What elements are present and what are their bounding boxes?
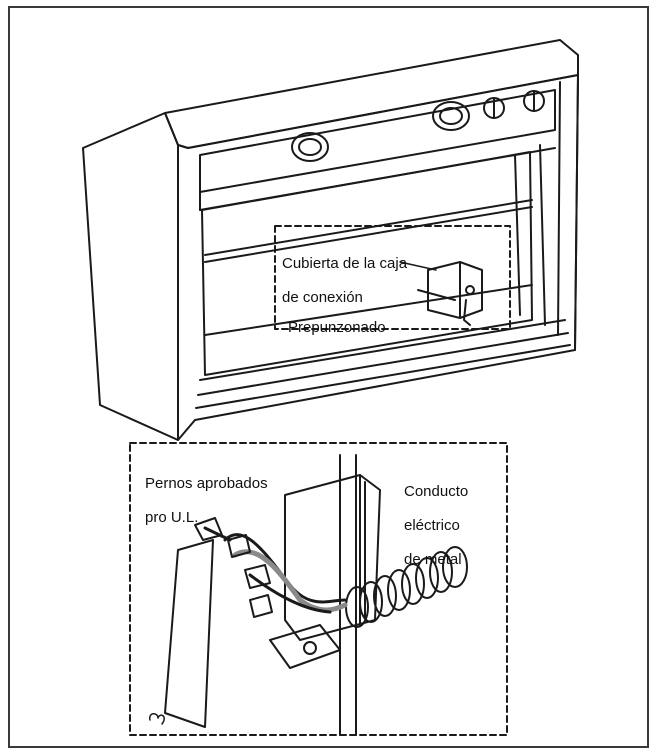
control-panel-strip: [199, 89, 556, 193]
wire-connector-2: [227, 534, 251, 558]
diagram-frame: [8, 6, 649, 748]
junction-cover-label: Cubierta de la caja de conexión: [282, 238, 407, 306]
conduit-label-line2: eléctrico: [404, 517, 460, 534]
junction-box-cover-plate: [164, 539, 214, 728]
knockout-label: Prepunzonado: [288, 302, 386, 336]
metal-conduit: [345, 546, 468, 628]
conduit-label-line1: Conducto: [404, 483, 469, 500]
junction-callout-box: [274, 225, 511, 330]
vent-opening: [201, 151, 533, 376]
wire-connector-3: [244, 564, 271, 589]
conduit-label: Conducto eléctrico de metal: [404, 466, 468, 568]
light-right: [432, 101, 470, 131]
bolts-label-line2: pro U.L.: [145, 509, 199, 526]
wire-connector-1: [194, 517, 223, 541]
bolts-label-line1: Pernos aprobados: [145, 475, 268, 492]
hood-left-side-panel: [82, 112, 179, 441]
wiring-detail-callout-box: [129, 442, 508, 736]
light-left: [291, 132, 329, 162]
hood-top-panel: [164, 39, 579, 149]
junction-cover-label-line1: Cubierta de la caja: [282, 255, 408, 272]
knockout-label-text: Prepunzonado: [288, 319, 386, 336]
junction-cover-label-line2: de conexión: [282, 289, 363, 306]
conduit-label-line3: de metal: [404, 551, 462, 568]
range-hood-illustration: [82, 39, 579, 441]
bolts-label: Pernos aprobados pro U.L.: [145, 458, 268, 526]
wiring-detail-illustration: [129, 442, 508, 736]
